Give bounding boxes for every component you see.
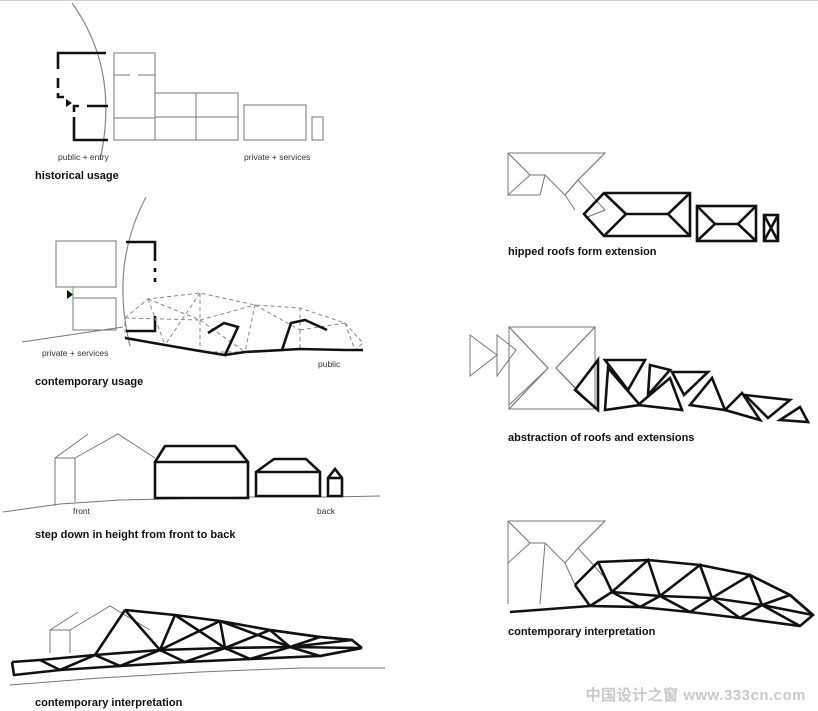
label-public-entry: public + entry xyxy=(58,152,109,162)
hipped-roof-3 xyxy=(762,213,780,243)
caption-contemporary-usage: contemporary usage xyxy=(35,376,144,388)
entry-arrow-icon xyxy=(66,99,72,107)
label-front: front xyxy=(73,506,91,516)
caption-historical-usage: historical usage xyxy=(35,170,119,182)
historical-usage-plan xyxy=(56,2,324,161)
label-public: public xyxy=(318,359,341,369)
top-border xyxy=(0,0,818,1)
block-large xyxy=(153,444,250,500)
label-back: back xyxy=(317,506,335,516)
contemporary-interpretation-plan xyxy=(507,520,815,628)
step-down-elevation xyxy=(2,433,381,513)
hipped-roofs-plan xyxy=(507,152,780,243)
entry-arrow-icon-2 xyxy=(67,290,73,299)
caption-step-down: step down in height from front to back xyxy=(35,529,236,541)
contemporary-usage-plan xyxy=(21,196,364,357)
block-small xyxy=(326,466,344,498)
plan-room-main xyxy=(113,52,156,141)
label-private-services-mid: private + services xyxy=(42,348,109,358)
hipped-roof-2 xyxy=(695,204,758,243)
watermark: 中国设计之窗 www.333cn.com xyxy=(585,687,806,704)
abstraction-plan xyxy=(469,326,811,424)
dashed-canopy xyxy=(124,292,364,353)
block-medium xyxy=(254,457,322,498)
caption-contemporary-interpretation-right: contemporary interpretation xyxy=(508,626,656,638)
plan-room-services xyxy=(243,104,307,141)
caption-abstraction: abstraction of roofs and extensions xyxy=(508,432,695,444)
caption-contemporary-interpretation-left: contemporary interpretation xyxy=(35,697,183,709)
label-private-services-top: private + services xyxy=(244,152,311,162)
plan-room-small xyxy=(311,116,324,141)
contemporary-interpretation-elevation xyxy=(9,605,385,686)
site-curve-2 xyxy=(122,196,147,347)
hipped-roof-1 xyxy=(582,191,692,238)
site-curve xyxy=(71,2,107,161)
caption-hipped-roofs: hipped roofs form extension xyxy=(508,246,657,258)
